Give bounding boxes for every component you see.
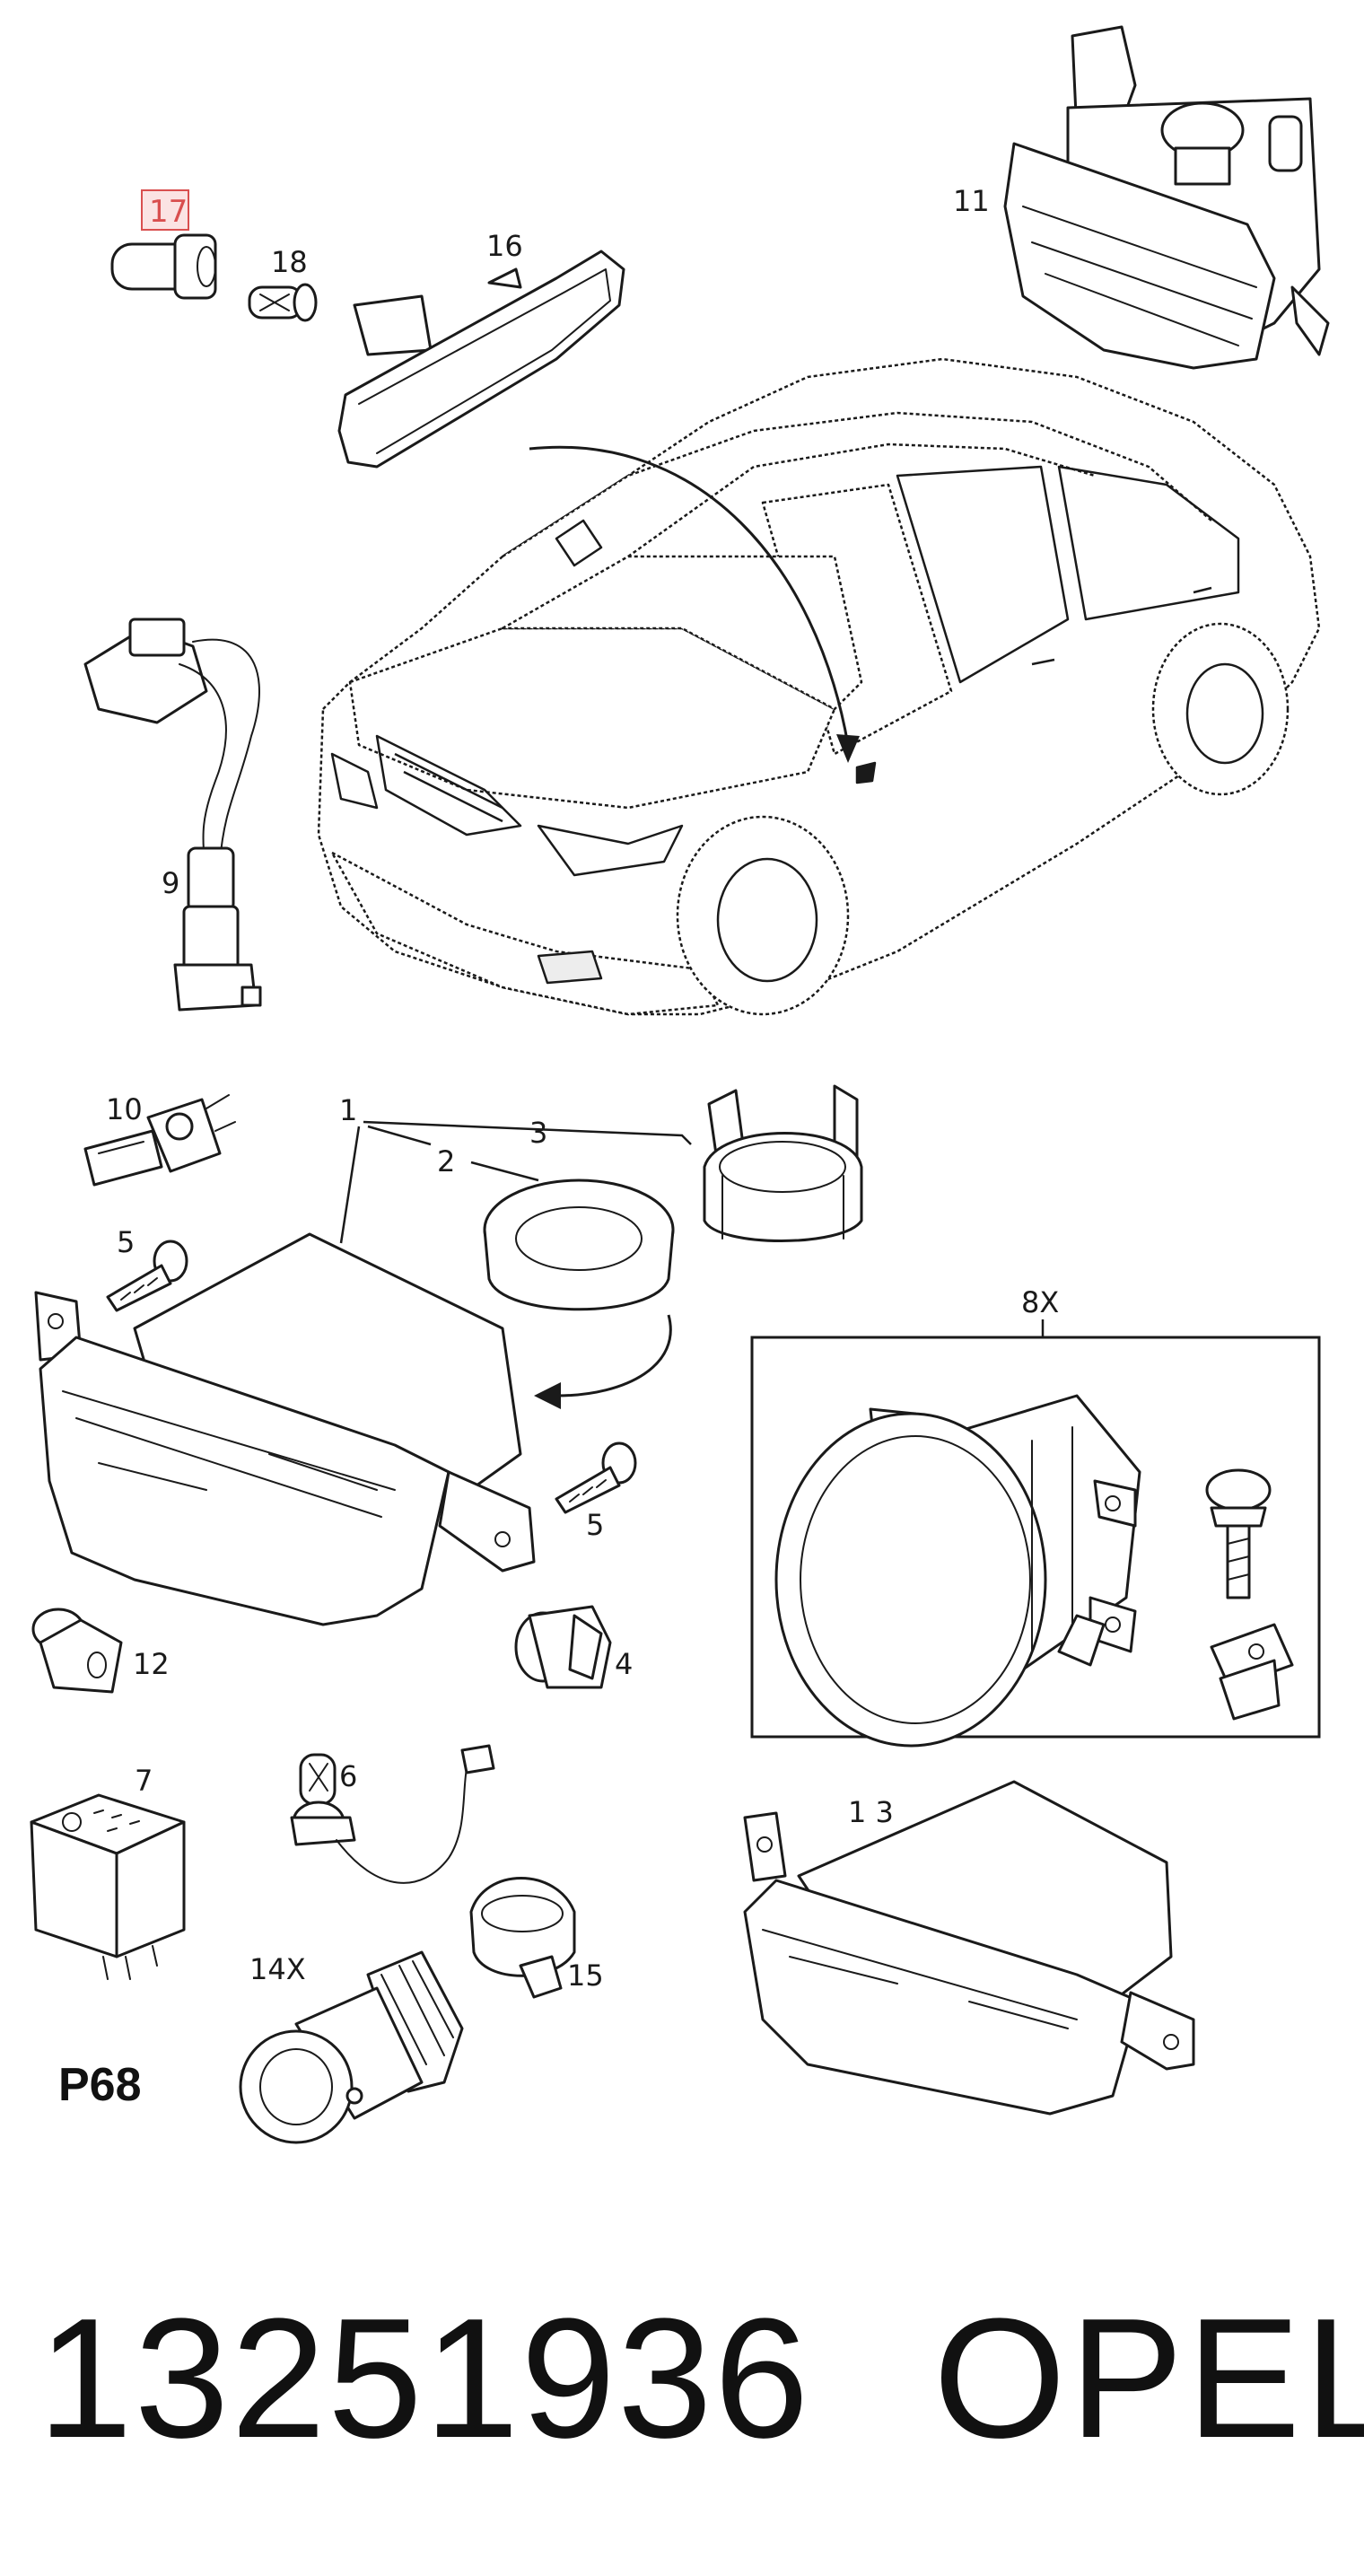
callout-1: 1	[339, 1093, 357, 1127]
arrow-side-marker	[529, 445, 850, 746]
part-3-retaining-clip	[703, 1084, 863, 1242]
callout-16: 16	[486, 229, 523, 263]
car-illustration	[317, 357, 1321, 1016]
part-16-side-marker	[337, 250, 625, 469]
part-12-cap	[31, 1608, 123, 1694]
callout-13: 1 3	[848, 1795, 894, 1829]
part-18-bulb	[248, 283, 318, 322]
part-5-screw-upper	[106, 1240, 188, 1312]
part-13-fog-lamp	[743, 1780, 1195, 2116]
callout-4: 4	[615, 1647, 633, 1681]
leader-1-lamp	[339, 1126, 361, 1244]
callout-3: 3	[529, 1116, 547, 1150]
callout-5-lower: 5	[586, 1508, 604, 1542]
diagram-code: P68	[58, 2059, 142, 2111]
leader-1-2	[367, 1125, 432, 1146]
callout-9: 9	[162, 866, 179, 900]
part-4-socket	[514, 1605, 612, 1689]
arrow-gasket	[555, 1314, 672, 1398]
leader-2	[470, 1161, 539, 1182]
callout-8x: 8X	[1021, 1285, 1059, 1319]
callout-17-highlight	[141, 189, 189, 231]
callout-17: 17	[149, 194, 188, 230]
part-1-fog-lamp	[34, 1232, 536, 1626]
callout-15: 15	[567, 1958, 604, 1993]
callout-2: 2	[437, 1144, 455, 1178]
part-14x-projector	[239, 1950, 464, 2144]
part-8x-fog-lamp	[774, 1394, 1141, 1748]
callout-11: 11	[953, 184, 990, 218]
part-10-bulb	[83, 1094, 236, 1187]
brand-name: OPEL	[933, 2283, 1364, 2474]
part-5-screw-lower	[555, 1441, 637, 1514]
callout-6: 6	[339, 1759, 357, 1793]
part-8x-clip	[1210, 1623, 1294, 1721]
part-6-bulb	[290, 1744, 495, 1884]
callout-10: 10	[106, 1092, 143, 1126]
part-number: 13251936	[38, 2283, 811, 2474]
part-17-bulb-socket	[110, 233, 217, 300]
callout-12: 12	[133, 1647, 170, 1681]
part-11-corner-lamp	[1003, 25, 1330, 370]
callout-18: 18	[271, 245, 308, 279]
arrow-head-gasket	[534, 1382, 561, 1409]
part-15-clamp	[469, 1877, 576, 1999]
callout-14x: 14X	[249, 1952, 306, 1986]
part-2-gasket	[483, 1178, 675, 1311]
leader-1-3	[363, 1120, 692, 1145]
callout-7: 7	[135, 1764, 153, 1798]
part-9-wiring-harness	[83, 618, 262, 1012]
part-8x-screw	[1205, 1468, 1272, 1599]
callout-5-upper: 5	[117, 1225, 135, 1259]
part-7-relay	[30, 1793, 186, 1980]
arrow-head	[836, 734, 860, 763]
